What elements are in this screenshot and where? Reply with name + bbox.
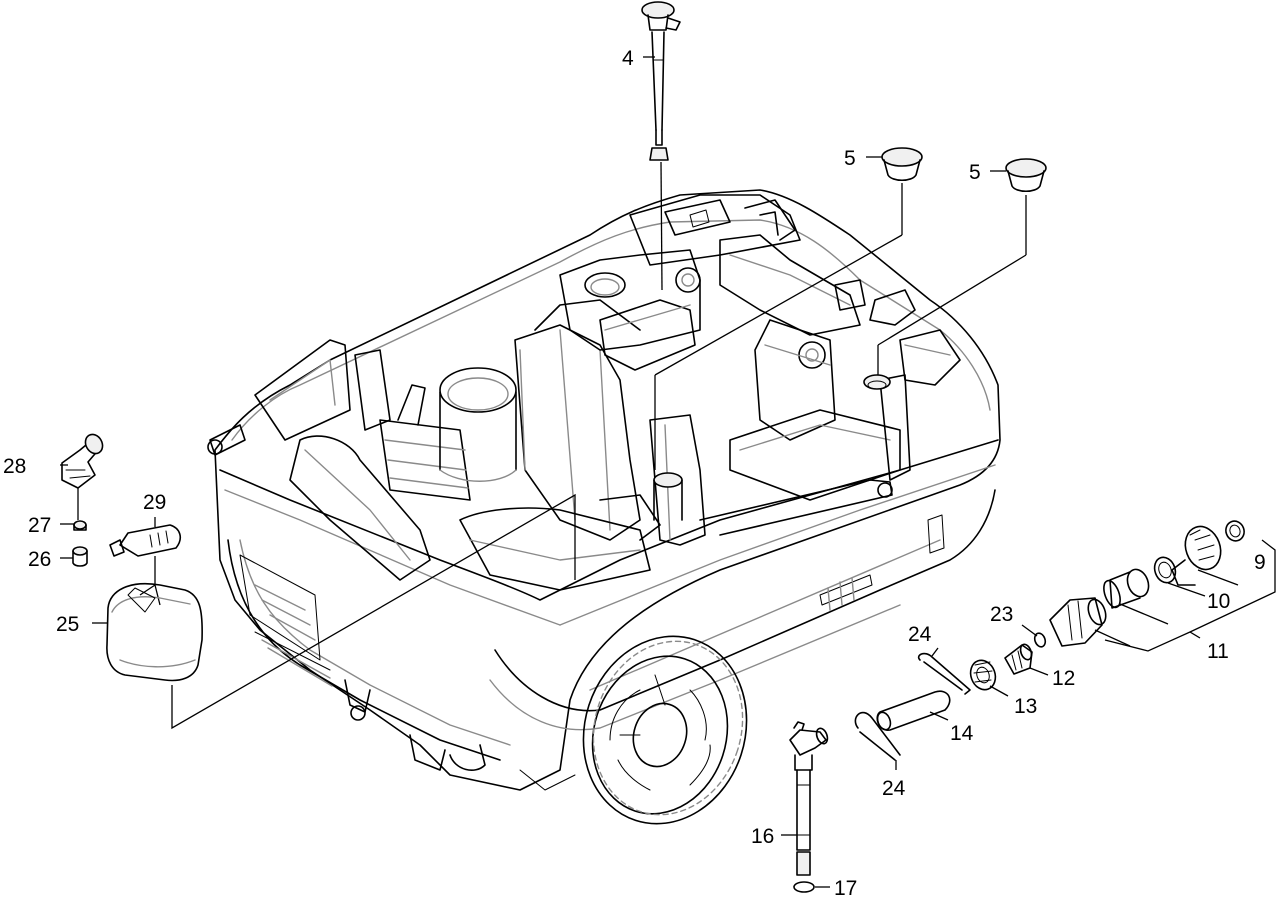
- callout-28: 28: [3, 455, 26, 478]
- part-10-oring: [1153, 556, 1206, 597]
- wheel: [582, 635, 748, 825]
- callout-10: 10: [1207, 590, 1230, 613]
- part-11-sleeve: [1103, 568, 1169, 625]
- part-24-clip-lower: [854, 711, 901, 761]
- part-25-container: [106, 583, 203, 682]
- part-29-float: [109, 517, 182, 606]
- part-26-filter: [72, 546, 88, 567]
- callout-24-upper: 24: [908, 623, 932, 646]
- part-28-elbow: [61, 433, 104, 520]
- callout-29: 29: [143, 491, 166, 514]
- callout-27: 27: [28, 514, 51, 537]
- part-23-oring: [1033, 632, 1047, 648]
- callout-25: 25: [56, 613, 79, 636]
- callout-labels: 4 5 5 9 10 11 12 13 14 16 17 23 24 24 25…: [3, 47, 1266, 900]
- leader-lines: [60, 56, 1038, 888]
- part-5-plug-right: [877, 158, 1047, 375]
- part-17-oring: [793, 881, 815, 893]
- part-13-nut: [969, 659, 1009, 697]
- callout-9: 9: [1254, 551, 1266, 574]
- part-4-dipstick: [641, 1, 681, 291]
- callout-17: 17: [834, 877, 857, 900]
- callout-4: 4: [622, 47, 634, 70]
- leader-25: [171, 493, 576, 730]
- part-9-nut: [1171, 525, 1239, 586]
- leader-11: [1189, 631, 1201, 639]
- part-11-coupling: [1049, 597, 1131, 647]
- callout-16: 16: [751, 825, 774, 848]
- callout-23: 23: [990, 603, 1013, 626]
- callout-5-right: 5: [969, 161, 981, 184]
- callout-14: 14: [950, 722, 974, 745]
- part-27-oring: [73, 520, 87, 531]
- part-12-fitting: [1004, 643, 1049, 676]
- callout-11: 11: [1207, 640, 1229, 663]
- part-9-oring: [1225, 520, 1245, 542]
- callout-26: 26: [28, 548, 51, 571]
- part-5-plug-left: [654, 147, 923, 470]
- part-14-hose: [876, 690, 951, 731]
- callout-12: 12: [1052, 667, 1075, 690]
- part-16-suction-pipe: [789, 721, 829, 876]
- callout-5-left: 5: [844, 147, 856, 170]
- callout-24-lower: 24: [882, 777, 906, 800]
- callout-13: 13: [1014, 695, 1037, 718]
- bracket-11: [1104, 539, 1276, 652]
- main-housing: [207, 189, 1001, 791]
- part-24-clip-upper: [917, 652, 971, 695]
